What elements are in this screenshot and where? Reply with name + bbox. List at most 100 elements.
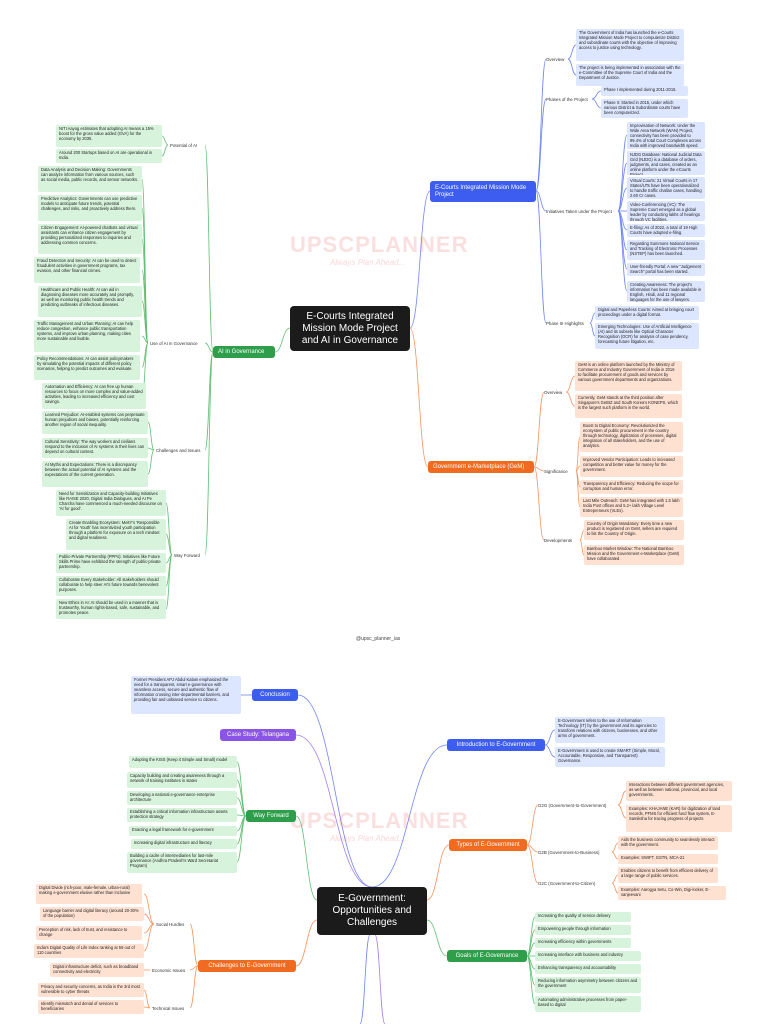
g2g-label: G2G (Government-to-Government)	[538, 803, 607, 808]
ai-use-item: Healthcare and Public Health: AI can aid…	[38, 286, 142, 317]
intro-hub: Introduction to E-Government	[447, 739, 545, 751]
social-hurdles-label: Social Hurdles	[156, 922, 185, 927]
g2b-item: Aids the business community to seamlessl…	[618, 836, 718, 850]
connector	[204, 144, 214, 353]
economic-issue-item: Digital infrastructure deficit, such as …	[50, 963, 144, 977]
ecourts-hub: E-Courts Integrated Mission Mode Project	[430, 181, 536, 202]
connector	[611, 851, 619, 860]
ai-challenge-item: Cultural Sensitivity: The way workers an…	[42, 438, 148, 458]
ai-hub: AI in Governance	[213, 346, 275, 358]
intro-item: E-Government is used to create SMART (Si…	[555, 747, 665, 767]
ecourts-initiatives-label: Initiatives Taken under the Project	[546, 209, 612, 214]
gem-developments-label: Developments	[544, 538, 573, 543]
connector	[143, 913, 155, 925]
ai-challenge-item: Learned Prejudice: AI-enabled systems ca…	[42, 411, 148, 434]
connector	[526, 955, 536, 1005]
connector	[147, 421, 155, 451]
connector	[617, 187, 628, 212]
goal-item: Increasing interface with business and i…	[535, 951, 641, 961]
technical-issue-item: Identify mismatch and denial of services…	[38, 1000, 144, 1014]
gem-overview-item: GeM is an online platform launched by th…	[575, 361, 682, 391]
ai-way-item: Need for Sensitization and Capacity-buil…	[56, 490, 166, 516]
ecourts-phase3-item: Emerging Technologies: Use of Artificial…	[595, 323, 699, 349]
gem-overview-item: Currently, GeM stands at the third posit…	[575, 394, 682, 418]
connector	[544, 729, 556, 746]
connector	[567, 58, 577, 76]
connector	[526, 804, 539, 846]
ai-use-item: Data Analysis and Decision Making: Gover…	[38, 166, 142, 192]
way-forward-hub: Way Forward	[246, 810, 296, 822]
connector	[575, 436, 581, 472]
gem-hub: Government e-Marketplace (GeM)	[428, 461, 534, 473]
map1-root: E-Courts Integrated Mission Mode Project…	[290, 306, 410, 351]
connector	[204, 351, 214, 556]
connector	[295, 734, 373, 888]
way-forward-item: Enacting a legal framework for e-governm…	[129, 826, 237, 836]
ai-potential-item: Around 200 Startups based on AI are oper…	[56, 149, 162, 163]
gem-significance-item: Boost to Digital Economy: Revolutionized…	[580, 422, 683, 452]
way-forward-item: Establishing a critical information infr…	[127, 808, 237, 822]
ecourts-phase3-item: Digital and Paperless Courts: Aimed at b…	[595, 306, 699, 320]
g2c-item: Examples: Aarogya Setu, Co-Win, Digi-loc…	[618, 886, 726, 900]
connector	[535, 190, 547, 212]
ai-use-item: Traffic Management and Urban Planning: A…	[34, 320, 140, 352]
connector	[589, 312, 596, 324]
ecourts-overview-item: The project is being implemented in asso…	[576, 64, 684, 86]
ai-use-item: Policy Recommendations: AI can assist po…	[34, 355, 140, 380]
connector	[204, 351, 214, 451]
connector	[143, 893, 155, 925]
ai-use-item: Citizen Engagement: AI-powered chatbots …	[38, 224, 142, 254]
connector	[526, 844, 539, 884]
connector	[533, 466, 545, 472]
gem-significance-item: Last Mile Outreach: GeM has integrated w…	[580, 497, 683, 517]
watermark-tagline: Always Plan Ahead...	[330, 834, 406, 843]
social-hurdle-item: Perception of risk, lack of trust, and r…	[36, 926, 142, 940]
connector	[165, 554, 173, 610]
connector	[147, 449, 155, 475]
social-hurdle-item: Language barrier and digital literacy (a…	[40, 907, 144, 921]
connector	[374, 934, 386, 1024]
connector	[591, 98, 602, 109]
g2b-item: Examples: SWIFT, GSTN, MCA-21	[618, 854, 718, 864]
connector	[535, 58, 547, 192]
ai-challenges-label: Challenges and Issues	[156, 448, 201, 453]
connector	[567, 44, 577, 60]
ai-way-label: Way Forward	[174, 553, 200, 558]
goal-item: Enhancing transparency and accountabilit…	[535, 964, 641, 974]
connector	[297, 694, 373, 888]
social-hurdle-item: Digital Divide (rich-poor, male-female, …	[36, 884, 142, 904]
ecourts-overview-label: Overview	[546, 57, 565, 62]
connector	[533, 391, 545, 468]
connector	[544, 744, 556, 758]
ai-way-item: Collaborate Every Stakeholder: All stake…	[56, 576, 166, 596]
gem-overview-label: Overview	[544, 390, 563, 395]
connector	[141, 300, 149, 344]
challenges-hub: Challenges to E-Government	[198, 960, 296, 972]
connector	[161, 144, 169, 157]
gem-significance-item: Transparency and Efficiency: Reducing th…	[580, 480, 683, 494]
connector	[189, 923, 199, 967]
connector	[617, 804, 627, 819]
ecourts-phases-label: Phases of the Project	[546, 97, 588, 102]
g2g-item: Examples: KHAJANE (KAR) for digitization…	[626, 805, 732, 832]
g2b-label: G2B (Government-to-Business)	[538, 850, 600, 855]
watermark-tagline: Always Plan Ahead...	[330, 258, 406, 267]
gem-significance-item: Improved Vendor Participation: Leads to …	[580, 456, 683, 477]
connector	[204, 342, 214, 353]
watermark-brand: UPSCPLANNER	[290, 808, 469, 833]
connector	[147, 447, 155, 451]
gem-significance-label: Significance	[544, 469, 568, 474]
goal-item: Increasing efficiency within governments	[535, 938, 631, 948]
connector	[589, 322, 596, 337]
connector	[565, 375, 576, 393]
types-hub: Types of E-Government	[449, 839, 527, 851]
map2-root: E-Government: Opportunities and Challeng…	[317, 887, 427, 935]
connector	[236, 815, 247, 863]
ai-challenge-item: AI Myths and Expectations: There is a di…	[42, 461, 148, 487]
ecourts-initiative-item: E-filing: As of 2022, a total of 19 High…	[627, 224, 705, 237]
ecourts-phase-item: Phase II: Started in 2015, under which v…	[601, 99, 688, 118]
connector	[295, 815, 318, 901]
connector	[143, 1006, 151, 1009]
connector	[426, 919, 448, 957]
